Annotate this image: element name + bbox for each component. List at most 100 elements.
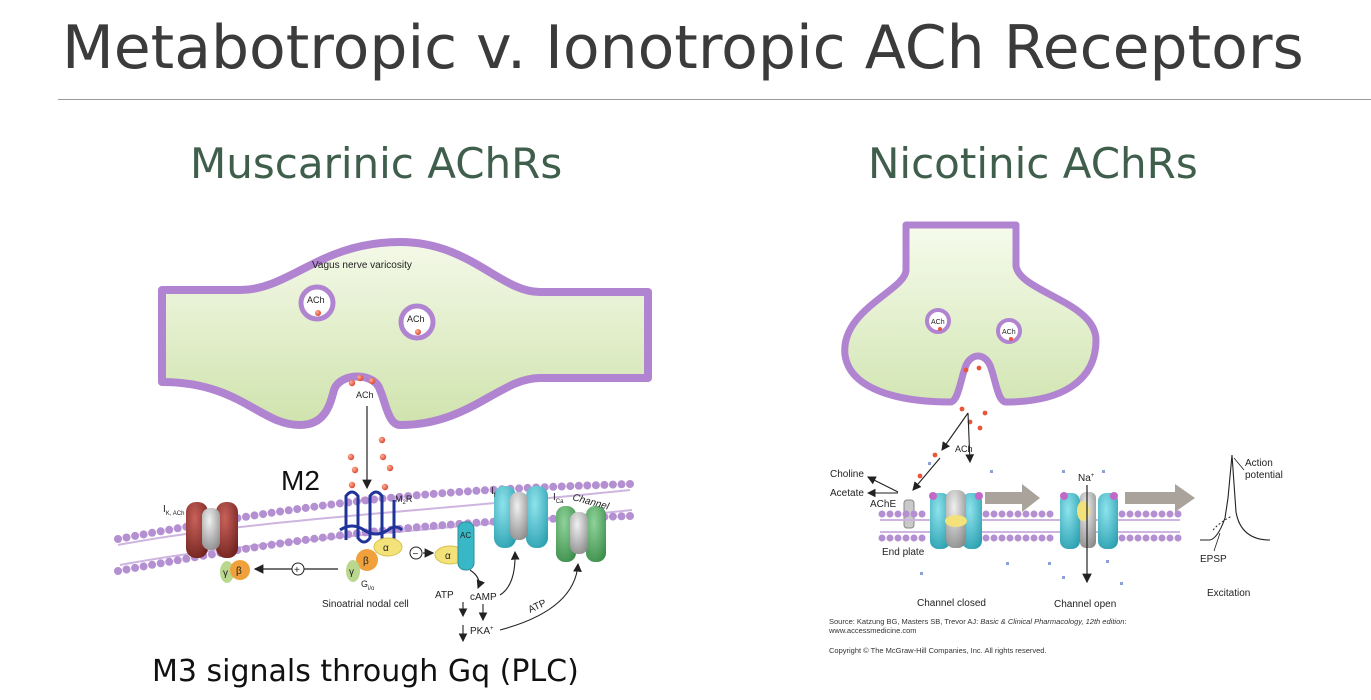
camp-to-if-arrow — [499, 550, 520, 596]
ach-vesicle: ACh — [996, 318, 1022, 344]
end-plate-label: End plate — [882, 547, 925, 558]
nerve-terminal — [841, 221, 1100, 406]
nicotinic-channel-open — [1060, 492, 1118, 549]
lipid-head — [131, 563, 140, 572]
lipid-head — [250, 543, 259, 552]
lipid-head — [480, 518, 489, 527]
lipid-head — [878, 534, 886, 542]
lipid-head — [1166, 534, 1174, 542]
lipid-head — [1142, 510, 1150, 518]
svg-text:α: α — [383, 543, 389, 554]
lipid-head — [1126, 510, 1134, 518]
lipid-head — [446, 520, 455, 529]
excitation-label: Excitation — [1207, 588, 1250, 599]
pka-label: PKA+ — [470, 626, 494, 637]
if-channel — [494, 486, 548, 548]
lipid-head — [242, 512, 250, 521]
lipid-head — [1174, 510, 1182, 518]
if-label: If — [491, 486, 496, 499]
lipid-head — [335, 499, 344, 508]
lipid-head — [902, 534, 910, 542]
process-arrow — [1125, 484, 1195, 512]
lipid-head — [982, 534, 990, 542]
lipid-head — [918, 510, 926, 518]
beta-gamma-dimer: γ β — [220, 560, 250, 583]
svg-text:+: + — [294, 565, 300, 576]
lipid-head — [165, 557, 174, 566]
lipid-head — [148, 528, 157, 537]
lipid-head — [1150, 510, 1158, 518]
lipid-head — [412, 523, 421, 532]
lipid-head — [387, 493, 396, 502]
lipid-head — [156, 559, 165, 568]
ach-arrow — [912, 457, 941, 491]
lipid-head — [998, 534, 1006, 542]
lipid-head — [165, 525, 174, 534]
lipid-head — [156, 527, 165, 536]
lipid-head — [990, 534, 998, 542]
ik-ach-label: IK, ACh — [163, 504, 184, 517]
lipid-head — [626, 480, 634, 488]
muscarinic-heading: Muscarinic AChRs — [190, 139, 563, 188]
lipid-head — [242, 544, 250, 553]
muscarinic-diagram: Vagus nerve varicosity ACh ACh ACh IK, A… — [114, 238, 652, 643]
lipid-head — [1014, 510, 1022, 518]
channel-open-label: Channel open — [1054, 599, 1116, 610]
lipid-head — [617, 512, 626, 521]
lipid-head — [549, 482, 558, 491]
varicosity-label: Vagus nerve varicosity — [312, 260, 412, 271]
lipid-head — [583, 481, 592, 490]
lipid-head — [327, 500, 336, 509]
source-url: www.accessmedicine.com — [829, 626, 917, 635]
m3-footnote: M3 signals through Gq (PLC) — [152, 654, 579, 689]
svg-text:ACh: ACh — [407, 314, 425, 324]
action-potential-trace — [1200, 454, 1271, 541]
na-label: Na+ — [1078, 473, 1095, 484]
svg-text:γ: γ — [349, 567, 354, 578]
lipid-head — [600, 480, 609, 489]
lipid-head — [1134, 510, 1142, 518]
acetate-label: Acetate — [830, 488, 864, 499]
lipid-head — [267, 540, 276, 549]
m2r-label: M2R — [395, 494, 413, 506]
lipid-head — [574, 481, 583, 490]
lipid-head — [557, 482, 566, 491]
lipid-head — [293, 537, 302, 546]
lipid-head — [566, 482, 575, 491]
lipid-head — [318, 501, 327, 510]
svg-text:ACh: ACh — [1002, 329, 1016, 336]
lipid-head — [591, 481, 600, 490]
atp-label-2: ATP — [527, 598, 549, 616]
lipid-head — [1142, 534, 1150, 542]
lipid-head — [301, 535, 310, 544]
lipid-head — [114, 535, 122, 543]
lipid-head — [293, 505, 302, 514]
lipid-head — [982, 510, 990, 518]
lipid-head — [438, 489, 447, 498]
atp-label: ATP — [435, 590, 454, 601]
released-ach-label: ACh — [356, 390, 374, 400]
svg-text:γ: γ — [223, 568, 228, 579]
slide-title: Metabotropic v. Ionotropic ACh Receptors — [62, 13, 1304, 83]
lipid-head — [1134, 534, 1142, 542]
lipid-head — [1046, 510, 1054, 518]
lipid-head — [626, 512, 634, 520]
lipid-head — [267, 508, 276, 517]
lipid-head — [301, 503, 310, 512]
lipid-head — [1006, 534, 1014, 542]
lipid-head — [1014, 534, 1022, 542]
ach-vesicle: ACh — [298, 284, 336, 322]
nicotinic-channel-closed — [929, 490, 983, 549]
lipid-head — [335, 531, 344, 540]
ica-label: ICa — [553, 492, 564, 505]
lipid-head — [515, 484, 524, 493]
lipid-head — [1118, 534, 1126, 542]
ach-molecules — [917, 365, 988, 479]
lipid-head — [480, 486, 489, 495]
ach-label: ACh — [955, 444, 973, 454]
action-potential-pointer — [1233, 457, 1245, 471]
activate-symbol — [291, 562, 305, 576]
lipid-head — [139, 530, 148, 539]
lipid-head — [1118, 510, 1126, 518]
lipid-head — [990, 510, 998, 518]
